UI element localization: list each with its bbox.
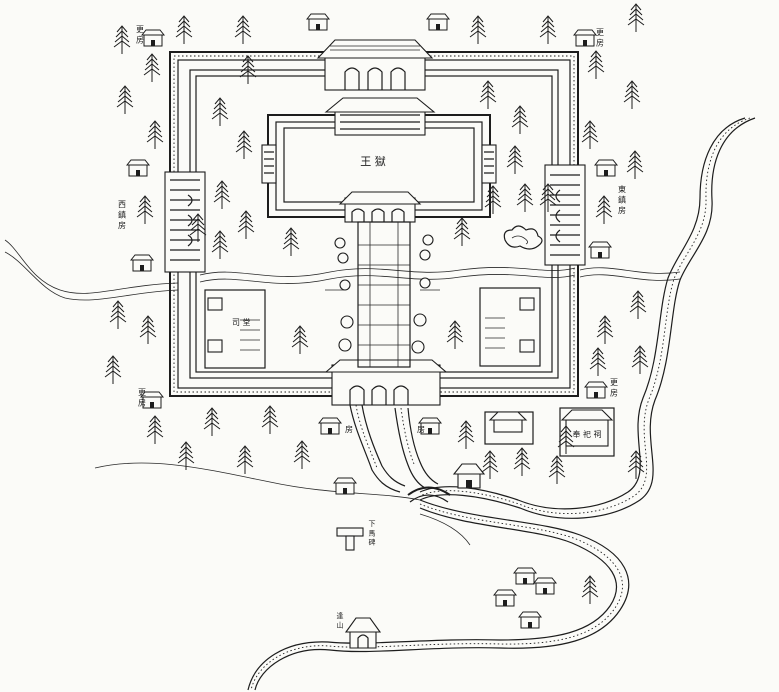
north-gate [316, 39, 434, 91]
label-guard-w: 更 房 [138, 388, 147, 408]
south-river [94, 462, 630, 691]
label-shrine: 奉 祀 祠 [572, 429, 601, 439]
map-labels: 西 鎮 房 東 鎮 房 更 房 更 房 更 房 更 房 奉 祀 祠 房 房 下 … [118, 25, 627, 629]
label-gate-right: 房 [417, 424, 425, 434]
palace-name-label: 王 獄 [360, 155, 386, 168]
east-canal [419, 117, 756, 519]
central-road [357, 221, 411, 368]
label-guard-ne: 更 房 [596, 28, 605, 48]
label-guard-nw: 更 房 [136, 25, 145, 45]
west-courtyard [204, 289, 266, 369]
cloud-ornament [503, 225, 543, 250]
south-gate [324, 359, 448, 406]
river-west [4, 239, 179, 301]
label-east-office: 東 鎮 房 [618, 184, 627, 215]
stele-monument [336, 527, 364, 551]
label-stele: 下 馬 碑 [368, 520, 376, 547]
sacrifice-hall [559, 407, 615, 457]
east-gate [544, 164, 586, 266]
label-hill: 逢 山 [336, 611, 344, 629]
east-courtyard [479, 287, 541, 367]
label-west-office: 西 鎮 房 [118, 200, 127, 230]
arch-bridge [407, 486, 451, 503]
road-statues [325, 234, 440, 354]
label-guard-se: 更 房 [610, 378, 619, 398]
label-small-hall: 司 堂 [232, 317, 251, 327]
south-compound [484, 411, 534, 445]
label-gate-left: 房 [345, 424, 353, 434]
hill-pavilion [344, 617, 382, 649]
west-gate [164, 171, 206, 273]
gate-channels [349, 404, 439, 493]
small-shrine [452, 463, 486, 489]
inner-palace [261, 97, 497, 223]
